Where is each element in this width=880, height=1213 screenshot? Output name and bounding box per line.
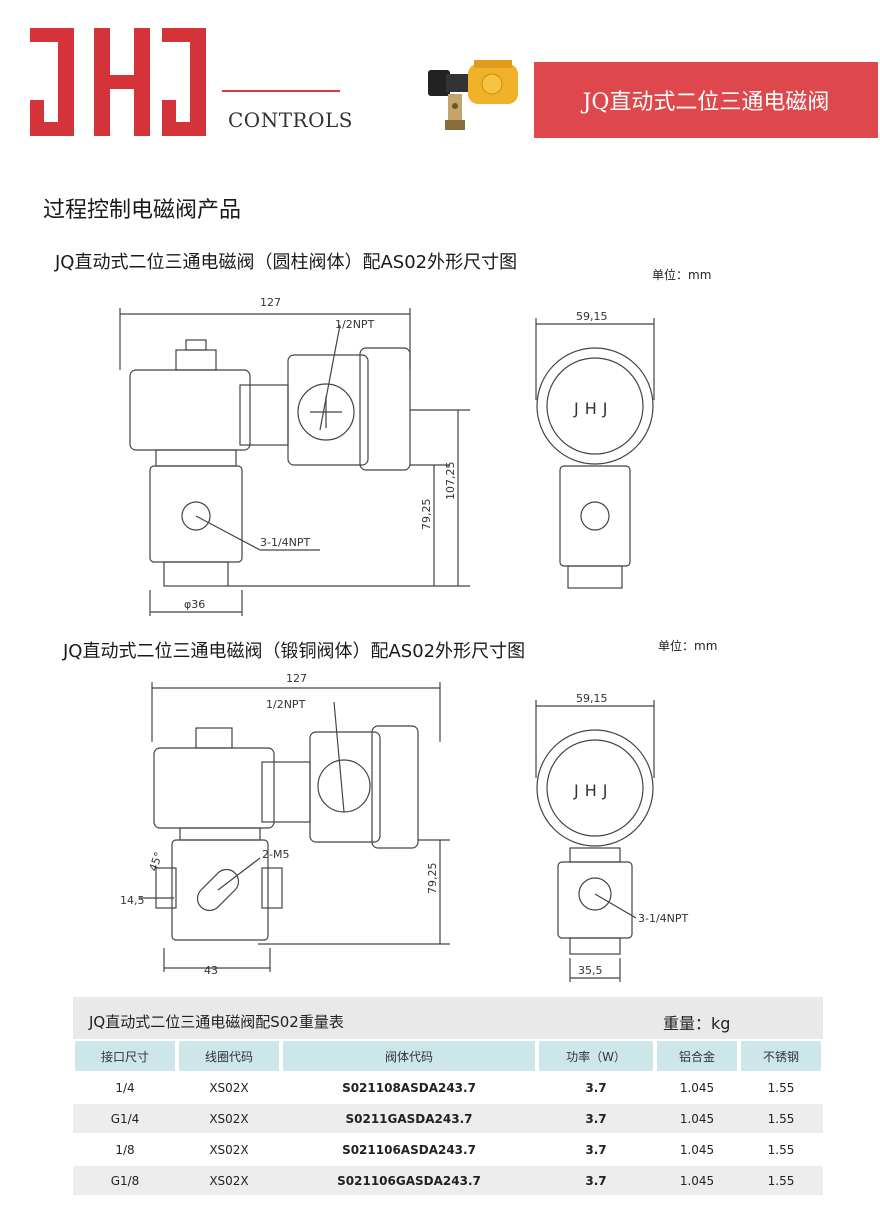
cell-stainless: 1.55 — [739, 1104, 823, 1135]
cell-aluminium: 1.045 — [655, 1166, 739, 1197]
cell-stainless: 1.55 — [739, 1073, 823, 1104]
cell-power: 3.7 — [537, 1104, 655, 1135]
col-header: 铝合金 — [655, 1039, 739, 1073]
cell-coil: XS02X — [177, 1104, 281, 1135]
figure1-side-view: 59,15 JHJ — [535, 310, 655, 589]
cell-port: G1/8 — [73, 1166, 177, 1197]
table-row: G1/4 XS02X S0211GASDA243.7 3.7 1.045 1.5… — [73, 1104, 823, 1135]
section-heading: 过程控制电磁阀产品 — [43, 198, 242, 223]
figure2-unit: 单位：mm — [658, 639, 718, 653]
weight-table-title: JQ直动式二位三通电磁阀配S02重量表 — [89, 1013, 344, 1031]
weight-table-grid: 接口尺寸 线圈代码 阀体代码 功率（W） 铝合金 不锈钢 1/4 XS02X S… — [73, 1039, 823, 1197]
dim-79-25-b: 79,25 — [426, 863, 439, 895]
dim-127-b: 127 — [286, 672, 307, 685]
col-header: 接口尺寸 — [73, 1039, 177, 1073]
dim-59-15-b: 59,15 — [576, 692, 608, 705]
cell-power: 3.7 — [537, 1166, 655, 1197]
cell-coil: XS02X — [177, 1073, 281, 1104]
banner-title: JQ直动式二位三通电磁阀 — [582, 90, 830, 115]
cell-body-code: S021106ASDA243.7 — [281, 1135, 537, 1166]
figure1-unit: 单位：mm — [652, 268, 712, 282]
cell-port: G1/4 — [73, 1104, 177, 1135]
dim-107-25: 107,25 — [444, 462, 457, 501]
enclosure-mark-b: JHJ — [573, 781, 613, 800]
weight-table: JQ直动式二位三通电磁阀配S02重量表 重量：kg 接口尺寸 线圈代码 阀体代码… — [73, 997, 823, 1197]
product-title-banner: JQ直动式二位三通电磁阀 — [534, 62, 878, 138]
dim-offset: 14,5 — [120, 894, 145, 907]
logo-subtitle: CONTROLS — [228, 108, 353, 132]
cell-body-code: S021106GASDA243.7 — [281, 1166, 537, 1197]
dim-59-15: 59,15 — [576, 310, 608, 323]
dim-127: 127 — [260, 296, 281, 309]
dim-port-top: 1/2NPT — [335, 318, 375, 331]
dim-79-25: 79,25 — [420, 499, 433, 531]
cell-power: 3.7 — [537, 1073, 655, 1104]
valve-product-image — [428, 60, 518, 130]
jhj-logo — [30, 28, 206, 136]
cell-body-code: S021108ASDA243.7 — [281, 1073, 537, 1104]
cell-aluminium: 1.045 — [655, 1135, 739, 1166]
col-header: 线圈代码 — [177, 1039, 281, 1073]
col-header: 阀体代码 — [281, 1039, 537, 1073]
logo-divider — [222, 90, 340, 92]
cell-port: 1/8 — [73, 1135, 177, 1166]
dim-diameter: φ36 — [184, 598, 205, 611]
cell-body-code: S0211GASDA243.7 — [281, 1104, 537, 1135]
cell-aluminium: 1.045 — [655, 1073, 739, 1104]
col-header: 不锈钢 — [739, 1039, 823, 1073]
cell-stainless: 1.55 — [739, 1166, 823, 1197]
enclosure-mark: JHJ — [573, 399, 613, 418]
dim-port-top-b: 1/2NPT — [266, 698, 306, 711]
dim-angle: 45° — [147, 850, 166, 873]
cell-stainless: 1.55 — [739, 1135, 823, 1166]
dim-35-5: 35,5 — [578, 964, 603, 977]
table-row: 1/4 XS02X S021108ASDA243.7 3.7 1.045 1.5… — [73, 1073, 823, 1104]
weight-table-unit: 重量：kg — [663, 1014, 731, 1033]
figure2-front-view: 127 1/2NPT 2-M5 45° 14,5 79,25 43 — [120, 672, 450, 977]
table-row: G1/8 XS02X S021106GASDA243.7 3.7 1.045 1… — [73, 1166, 823, 1197]
figure2-caption: JQ直动式二位三通电磁阀（锻铜阀体）配AS02外形尺寸图 — [63, 641, 526, 662]
cell-aluminium: 1.045 — [655, 1104, 739, 1135]
table-row: 1/8 XS02X S021106ASDA243.7 3.7 1.045 1.5… — [73, 1135, 823, 1166]
cell-coil: XS02X — [177, 1135, 281, 1166]
figure1-caption: JQ直动式二位三通电磁阀（圆柱阀体）配AS02外形尺寸图 — [55, 252, 518, 273]
table-header-row: 接口尺寸 线圈代码 阀体代码 功率（W） 铝合金 不锈钢 — [73, 1039, 823, 1073]
weight-table-header-band: JQ直动式二位三通电磁阀配S02重量表 重量：kg — [73, 997, 823, 1039]
cell-coil: XS02X — [177, 1166, 281, 1197]
dim-43: 43 — [204, 964, 218, 977]
figure2-side-view: 59,15 JHJ 3-1/4NPT 35,5 — [535, 692, 689, 982]
figure1-front-view: 127 1/2NPT 3-1/4NPT 79,25 107,25 φ36 — [119, 296, 470, 616]
dim-m5: 2-M5 — [262, 848, 289, 861]
dim-side-port: 3-1/4NPT — [638, 912, 689, 925]
cell-power: 3.7 — [537, 1135, 655, 1166]
dim-port-side: 3-1/4NPT — [260, 536, 311, 549]
cell-port: 1/4 — [73, 1073, 177, 1104]
col-header: 功率（W） — [537, 1039, 655, 1073]
